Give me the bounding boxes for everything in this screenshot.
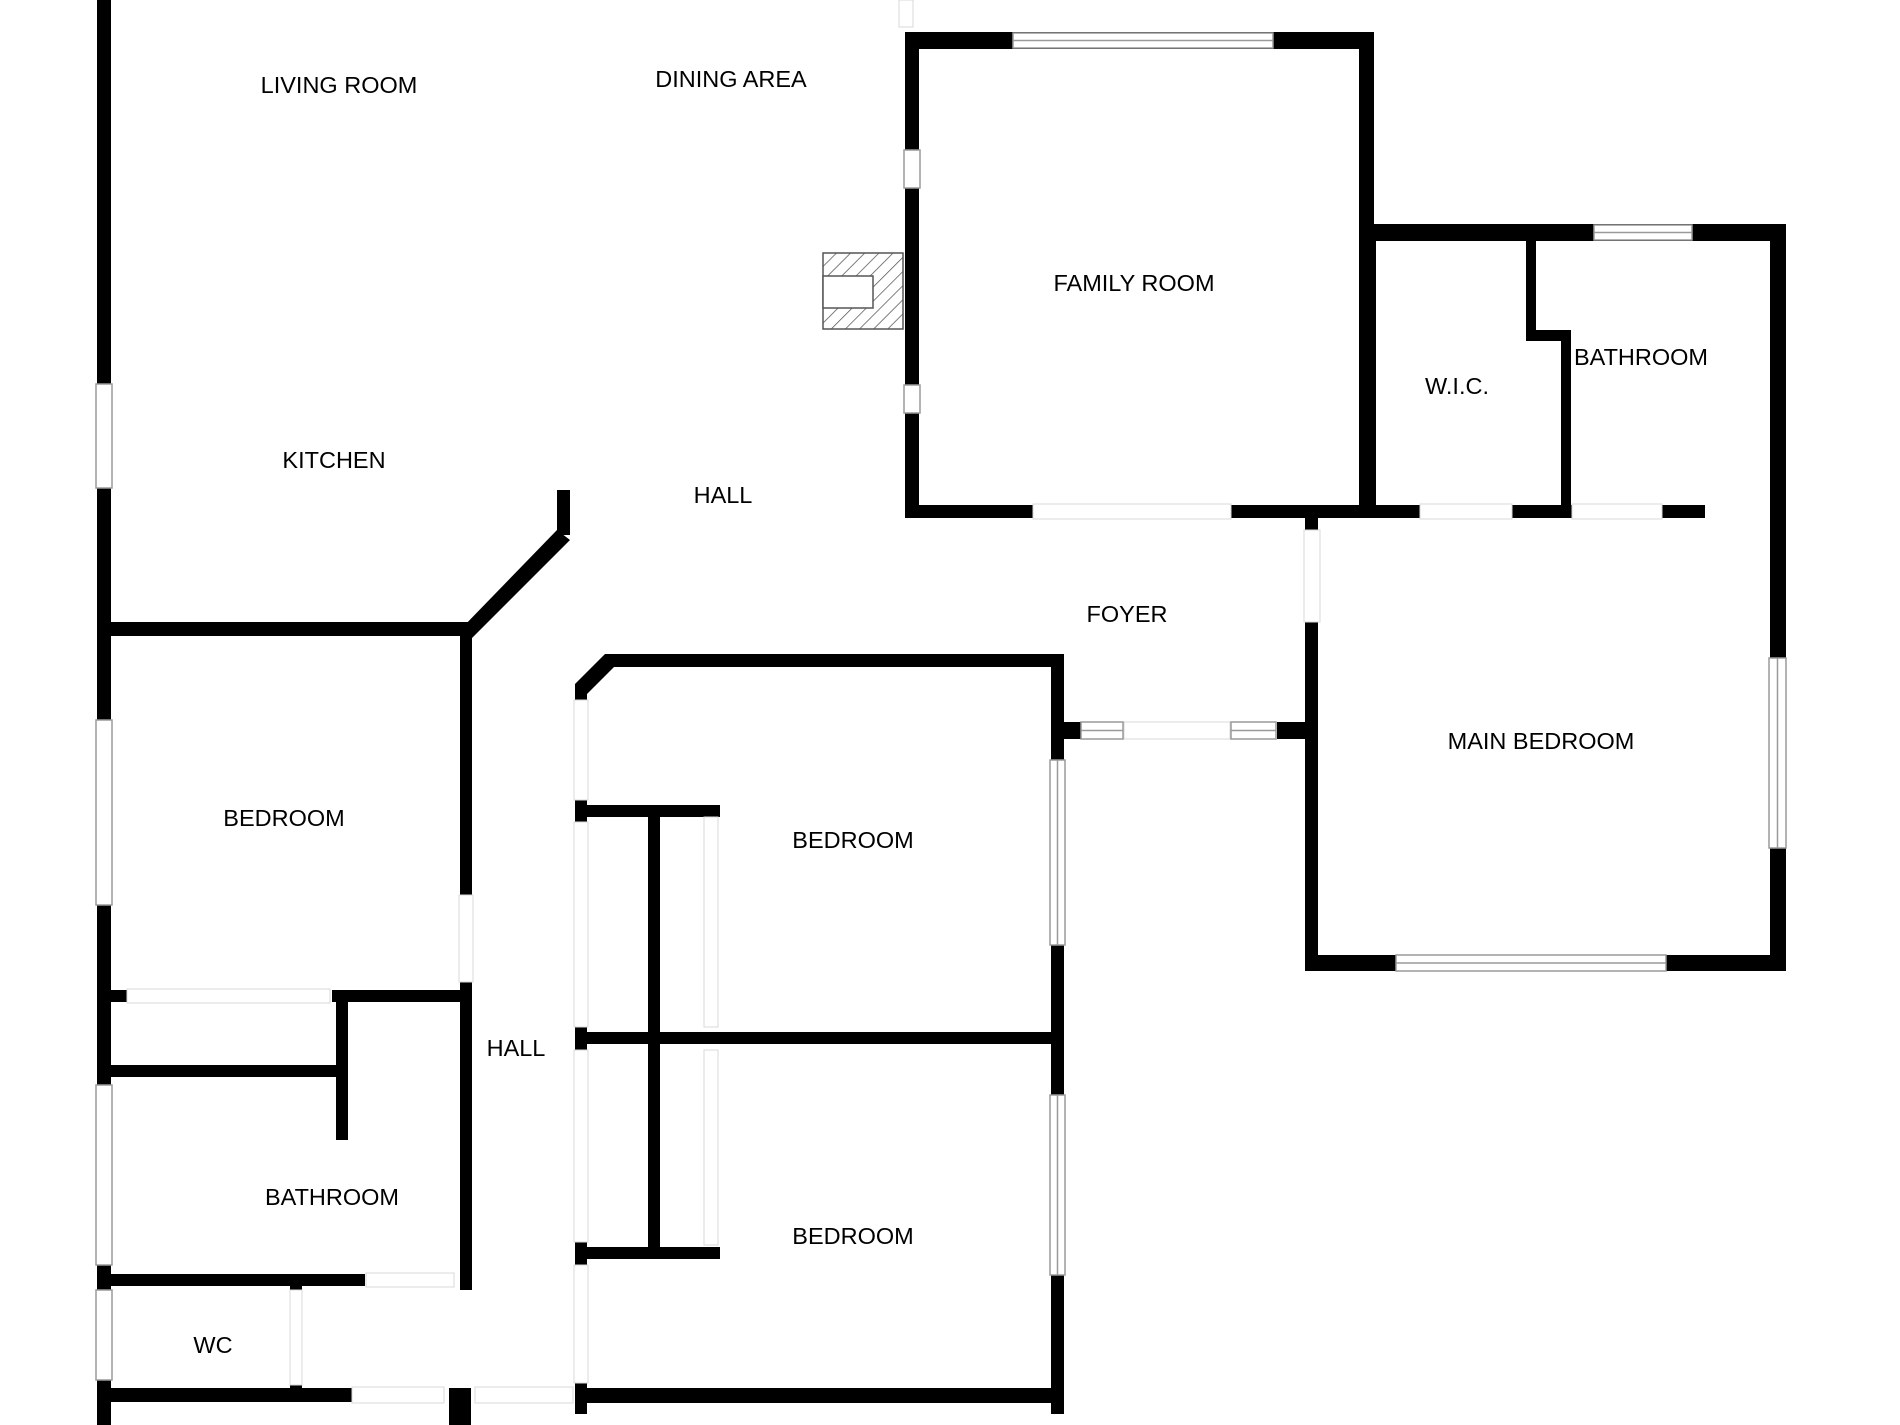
wall xyxy=(1561,330,1571,512)
wall xyxy=(449,1388,471,1425)
room-label-hall-lower: HALL xyxy=(487,1035,546,1061)
window xyxy=(95,1289,113,1381)
wall xyxy=(97,622,469,636)
window xyxy=(95,1084,113,1266)
wall xyxy=(905,32,919,518)
room-label-foyer: FOYER xyxy=(1087,601,1168,627)
opening xyxy=(1123,721,1231,740)
opening xyxy=(898,0,914,28)
wall xyxy=(605,654,1063,667)
wall xyxy=(97,1274,365,1286)
room-label-bedroom-west: BEDROOM xyxy=(223,805,344,831)
room-label-hall-upper: HALL xyxy=(694,482,753,508)
wall xyxy=(575,1388,1064,1403)
opening xyxy=(1571,503,1663,520)
wall xyxy=(1526,241,1536,335)
opening xyxy=(1419,503,1513,520)
walls xyxy=(97,0,1786,1425)
wall xyxy=(332,990,472,1002)
wall xyxy=(648,810,660,1254)
room-label-bathroom-west: BATHROOM xyxy=(265,1184,399,1210)
room-label-family-room: FAMILY ROOM xyxy=(1053,270,1214,296)
window xyxy=(903,149,921,189)
wall xyxy=(97,1388,352,1402)
room-label-wic: W.I.C. xyxy=(1425,373,1489,399)
opening xyxy=(289,1289,303,1386)
room-label-bedroom-south: BEDROOM xyxy=(792,1223,913,1249)
opening xyxy=(703,1049,719,1246)
opening xyxy=(573,1264,589,1384)
opening xyxy=(351,1386,445,1404)
wall xyxy=(97,990,127,1002)
room-label-bathroom-main: BATHROOM xyxy=(1574,344,1708,370)
opening xyxy=(474,1386,574,1404)
wall xyxy=(1277,722,1317,739)
room-label-living-room: LIVING ROOM xyxy=(261,72,418,98)
openings xyxy=(126,0,1663,1404)
opening xyxy=(1032,503,1232,520)
wall xyxy=(460,530,570,640)
window xyxy=(903,384,921,414)
room-label-bedroom-middle: BEDROOM xyxy=(792,827,913,853)
opening xyxy=(573,1049,589,1243)
wall xyxy=(557,490,570,535)
room-label-dining-area: DINING AREA xyxy=(655,66,807,92)
windows xyxy=(95,32,1787,1381)
fireplace-icon xyxy=(822,252,904,330)
room-label-kitchen: KITCHEN xyxy=(282,447,385,473)
wall xyxy=(1526,330,1571,341)
wall xyxy=(1305,518,1318,966)
wall xyxy=(1770,224,1786,970)
opening xyxy=(126,988,331,1004)
room-label-wc: WC xyxy=(193,1332,232,1358)
wall xyxy=(575,1032,1051,1044)
room-label-main-bedroom: MAIN BEDROOM xyxy=(1448,728,1635,754)
wall xyxy=(97,1065,345,1077)
room-labels: LIVING ROOM DINING AREA FAMILY ROOM W.I.… xyxy=(193,66,1708,1358)
opening xyxy=(1303,529,1321,623)
window xyxy=(95,719,113,906)
window xyxy=(95,383,113,489)
opening xyxy=(365,1272,455,1288)
opening xyxy=(573,699,589,801)
opening xyxy=(573,821,589,1028)
wall xyxy=(1374,224,1785,241)
opening xyxy=(458,894,474,983)
wall xyxy=(1051,722,1081,739)
opening xyxy=(703,816,719,1028)
wall xyxy=(1366,241,1376,505)
